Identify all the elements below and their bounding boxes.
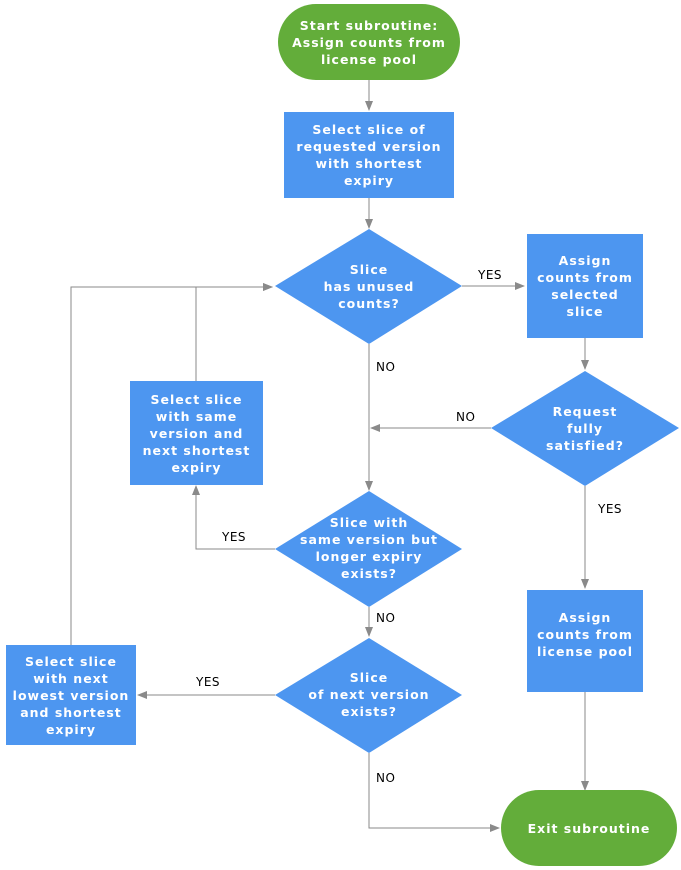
start-label: Start subroutine: Assign counts from lic…	[292, 17, 446, 67]
has-unused-label: Slice has unused counts?	[323, 261, 415, 311]
edge-label-yes-same-version: YES	[222, 530, 247, 544]
exit-label: Exit subroutine	[527, 820, 651, 836]
edge-select-next-expiry-up	[195, 283, 273, 381]
edge-same-version-yes	[192, 485, 275, 550]
assign-selected-box	[527, 234, 643, 338]
same-version-diamond	[275, 491, 462, 607]
next-version-label: Slice of next version exists?	[308, 669, 430, 719]
select-next-version-box	[6, 645, 136, 745]
next-version-diamond	[275, 638, 462, 753]
edge-next-version-no	[368, 753, 500, 832]
select-shortest-label: Select slice of requested version with s…	[296, 122, 442, 188]
edge-label-no-same-version: NO	[376, 611, 396, 625]
edge-label-no-unused: NO	[376, 360, 396, 374]
edge-select-next-version-up	[70, 283, 273, 645]
edge-label-no-next-version: NO	[376, 771, 396, 785]
select-shortest-box	[284, 112, 454, 198]
edge-label-yes-unused: YES	[478, 268, 503, 282]
assign-selected-label: Assign counts from selected slice	[537, 253, 633, 319]
select-next-expiry-box	[130, 381, 263, 485]
request-satisfied-diamond	[491, 371, 679, 486]
exit-terminal	[501, 790, 677, 866]
assign-pool-box	[527, 590, 643, 692]
assign-pool-label: Assign counts from license pool	[536, 609, 634, 659]
edge-label-yes-next-version: YES	[196, 675, 221, 689]
select-next-version-label: Select slice with next lowest version an…	[12, 653, 130, 737]
has-unused-diamond	[275, 229, 462, 344]
edge-label-no-satisfied: NO	[456, 410, 476, 424]
edge-label-yes-satisfied: YES	[598, 502, 623, 516]
request-satisfied-label: Request fully satisfied?	[546, 403, 624, 453]
same-version-label: Slice with same version but longer expir…	[300, 515, 438, 581]
select-next-expiry-label: Select slice with same version and next …	[142, 391, 251, 475]
start-terminal	[278, 4, 460, 80]
